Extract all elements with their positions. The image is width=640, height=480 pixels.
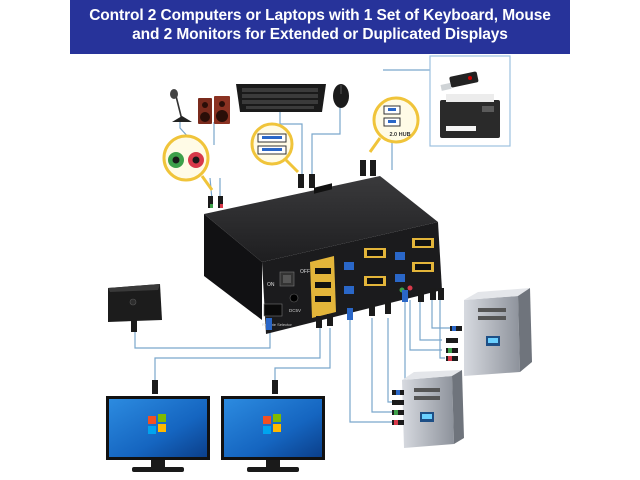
banner-line-1: Control 2 Computers or Laptops with 1 Se… [89, 7, 551, 24]
usb-hub-label: 2.0 HUB [389, 132, 410, 138]
top-plugs [208, 160, 376, 208]
kvm-switch-icon: ON OFF DC5V Remote Selector [204, 176, 442, 334]
cable-mouse [311, 106, 341, 175]
cable-remote [134, 320, 271, 349]
bottom-plugs [266, 288, 444, 330]
title-banner: Control 2 Computers or Laptops with 1 Se… [70, 0, 570, 54]
power-on-label: ON [267, 282, 275, 288]
cable-monitor-2 [274, 328, 331, 388]
usb-port-icon [250, 122, 300, 174]
pc-tower-icon [392, 370, 464, 448]
power-off-label: OFF [300, 269, 310, 275]
cable-monitor-1 [154, 328, 321, 388]
remote-selector-icon [108, 284, 162, 332]
monitor-icon [221, 380, 325, 472]
cable-keyboard [279, 112, 303, 175]
speaker-icon [198, 96, 230, 124]
mouse-icon [333, 84, 349, 108]
printer-icon [440, 94, 500, 138]
microphone-icon [170, 89, 192, 122]
usb-drive-icon [440, 71, 479, 91]
pc-tower-icon [446, 288, 532, 376]
keyboard-icon [236, 84, 326, 112]
audio-jack-icon [162, 134, 214, 191]
dc-port [289, 293, 299, 303]
remote-port-label: Remote Selector [262, 322, 292, 327]
usb-hub-zoom: 2.0 HUB [368, 96, 420, 153]
banner-line-2: and 2 Monitors for Extended or Duplicate… [132, 26, 508, 43]
windows-logo-icon [148, 414, 166, 434]
monitor-icon [106, 380, 210, 472]
dc-label: DC5V [289, 308, 301, 313]
remote-port [263, 303, 283, 317]
windows-logo-icon [263, 414, 281, 434]
